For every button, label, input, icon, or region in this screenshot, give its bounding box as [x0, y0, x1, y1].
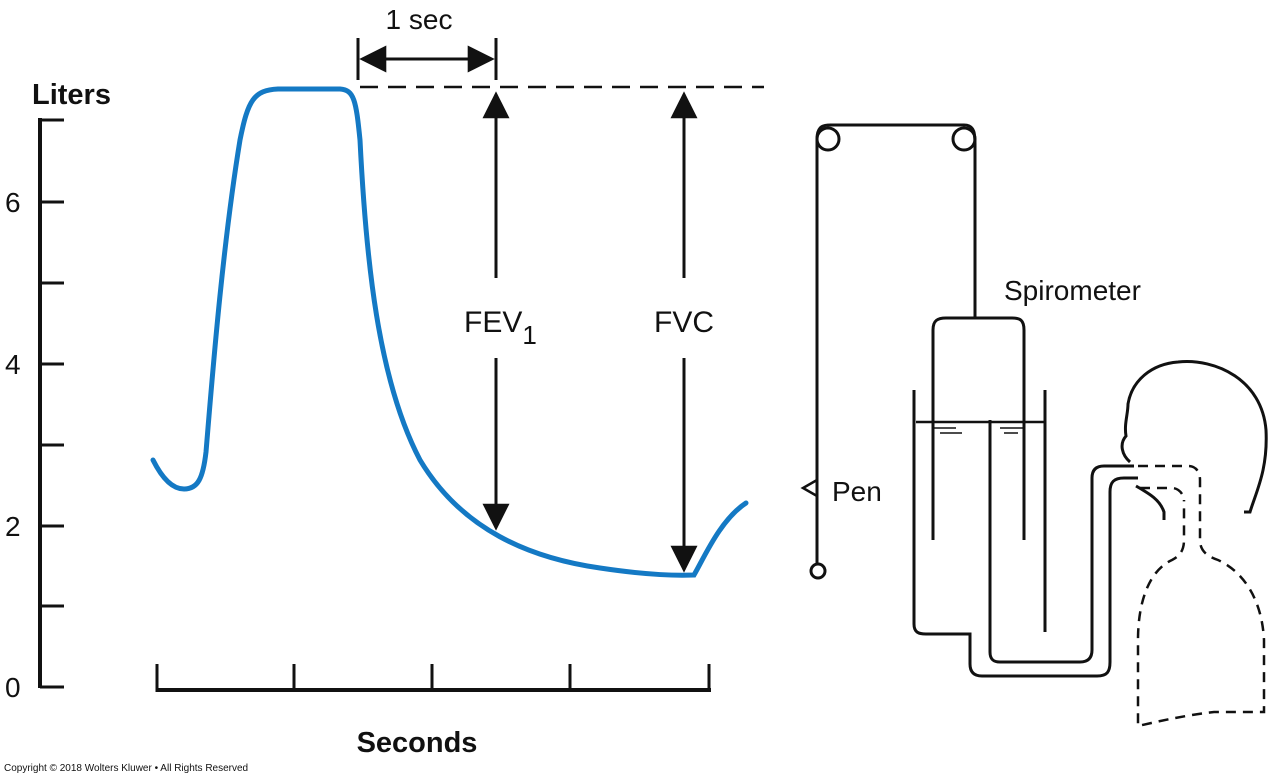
spirometer-label: Spirometer: [1004, 275, 1141, 306]
y-tick-label: 6: [5, 187, 21, 218]
volume-time-curve: [150, 86, 749, 578]
y-tick-label: 2: [5, 511, 21, 542]
head-profile: [1120, 360, 1268, 514]
y-tick-label: 4: [5, 349, 21, 380]
pulley-right: [951, 126, 977, 152]
pen-marker: [800, 478, 818, 498]
one-second-interval: 1 sec: [356, 4, 498, 80]
water-tank: [912, 390, 1138, 678]
copyright-notice: Copyright © 2018 Wolters Kluwer • All Ri…: [4, 763, 248, 774]
inner-tube: [988, 420, 1134, 664]
interval-label: 1 sec: [386, 4, 453, 35]
pen-label: Pen: [832, 476, 882, 507]
fev1-measure: FEV1: [464, 91, 537, 531]
fvc-measure: FVC: [654, 91, 714, 573]
x-axis: Seconds: [155, 664, 711, 759]
pulley-left: [815, 126, 841, 152]
y-axis: Liters 0 2 4 6: [5, 79, 111, 703]
y-tick-label: 0: [5, 672, 21, 703]
pulley-cable: [815, 123, 977, 564]
y-axis-title: Liters: [32, 79, 111, 111]
pen-weight: [809, 562, 827, 580]
fvc-label: FVC: [654, 306, 714, 339]
fev-label: FEV1: [464, 306, 537, 350]
body-outline: [1136, 464, 1266, 728]
spirometer-bell: [931, 316, 1026, 540]
spirometer-apparatus: Pen Spirometer: [800, 123, 1268, 728]
x-axis-title: Seconds: [357, 727, 478, 759]
